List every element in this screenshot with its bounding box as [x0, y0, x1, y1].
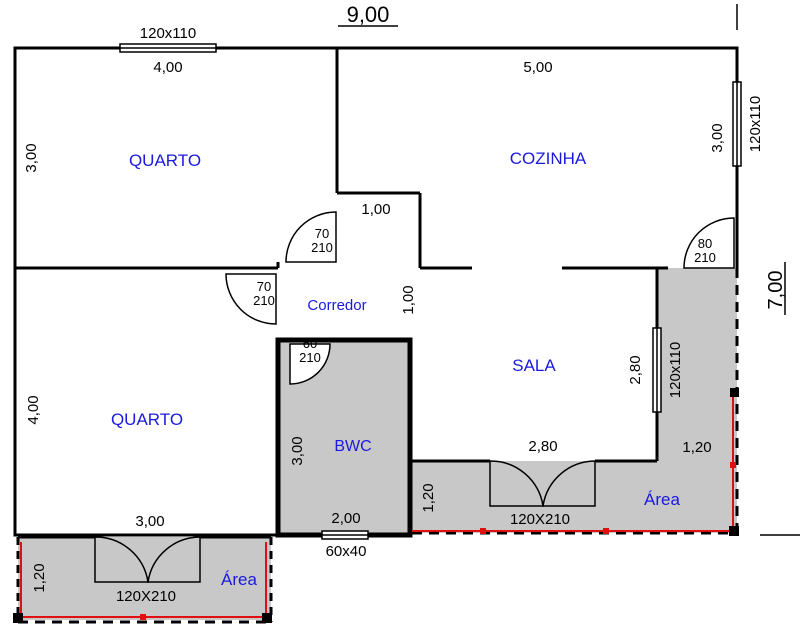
room-bwc: BWC: [334, 438, 371, 455]
door-quarto-top: [285, 211, 337, 263]
area-left-zone: [18, 537, 271, 620]
room-quarto-bottom: QUARTO: [111, 410, 183, 429]
room-sala: SALA: [512, 356, 556, 375]
overall-width-label: 9,00: [347, 2, 390, 27]
dim-quarto-bottom-height: 4,00: [25, 395, 42, 424]
dim-cozinha-width: 5,00: [523, 59, 552, 76]
dim-corredor-height: 1,00: [400, 285, 417, 314]
marker-black: [730, 388, 739, 397]
dim-area-left-depth: 1,20: [31, 563, 48, 592]
room-quarto-top: QUARTO: [129, 151, 201, 170]
dim-hall-width: 1,00: [361, 201, 390, 218]
label-door-area-left: 120X210: [116, 588, 176, 605]
dim-bwc-height: 3,00: [289, 436, 306, 465]
marker-red: [603, 528, 609, 534]
label-door-cozinha-w: 80: [698, 236, 712, 251]
label-door-sala: 120X210: [510, 511, 570, 528]
label-door-quarto-bottom-w: 70: [257, 279, 271, 294]
room-area-right: Área: [644, 490, 680, 509]
door-area-left-right: [147, 536, 201, 583]
marker-black: [13, 613, 23, 623]
markers: [13, 388, 739, 623]
label-window-sala: 120x110: [667, 342, 684, 398]
dim-sala-width: 2,80: [528, 438, 557, 455]
label-door-quarto-top-h: 210: [311, 240, 333, 255]
label-window-cozinha: 120x110: [747, 96, 764, 152]
label-door-quarto-top-w: 70: [315, 226, 329, 241]
label-door-cozinha-h: 210: [694, 250, 716, 265]
marker-red: [480, 528, 486, 534]
area-right-zone: [412, 268, 737, 533]
door-quarto-bottom: [225, 273, 277, 325]
label-door-quarto-bottom-h: 210: [253, 293, 275, 308]
dim-area-right-depth: 1,20: [420, 483, 437, 512]
dim-quarto-top-width: 4,00: [153, 59, 182, 76]
area-zones: [18, 268, 737, 620]
dimension-lines: [338, 4, 800, 536]
dim-sala-height: 2,80: [627, 355, 644, 384]
doors: [94, 211, 735, 583]
dim-bwc-width: 2,00: [331, 510, 360, 527]
label-window-quarto-top: 120x110: [140, 25, 196, 42]
room-area-left: Área: [221, 570, 257, 589]
boundary-lines: [16, 268, 739, 624]
dim-cozinha-height: 3,00: [709, 123, 726, 152]
label-door-bwc-h: 210: [299, 350, 321, 365]
label-window-bwc: 60x40: [326, 543, 367, 560]
overall-height-label: 7,00: [765, 271, 787, 310]
marker-black: [729, 526, 739, 536]
label-door-bwc-w: 60: [303, 336, 317, 351]
dim-quarto-top-height: 3,00: [23, 143, 40, 172]
dim-area-right-width: 1,20: [682, 439, 711, 456]
door-cozinha: [683, 217, 735, 269]
dim-quarto-bottom-width: 3,00: [135, 513, 164, 530]
door-bwc: [289, 343, 331, 385]
marker-red: [140, 614, 146, 620]
marker-black: [262, 613, 272, 623]
windows: [119, 43, 742, 540]
door-sala-right: [542, 460, 596, 507]
room-cozinha: COZINHA: [510, 149, 587, 168]
room-corredor: Corredor: [307, 297, 366, 314]
marker-red: [730, 462, 736, 468]
